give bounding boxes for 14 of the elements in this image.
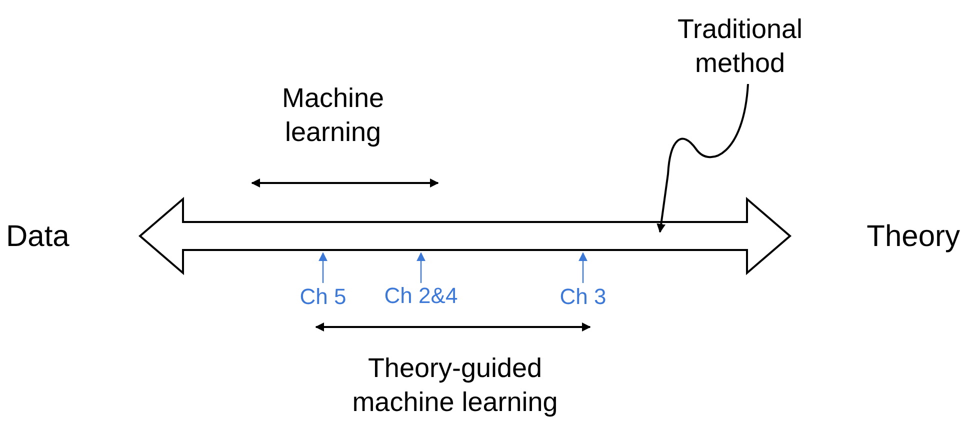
- double-arrow: [315, 322, 591, 332]
- node-label: Machine learning: [280, 82, 386, 149]
- node-label: Ch 2&4: [384, 282, 458, 310]
- node-label: Ch 5: [300, 283, 346, 310]
- leader-arrow: [318, 252, 328, 283]
- leader-arrow: [416, 252, 426, 283]
- node-label: Traditional method: [676, 13, 804, 80]
- double-arrow: [138, 196, 792, 276]
- node-label: Theory: [866, 219, 960, 256]
- node-label: Ch 3: [560, 283, 606, 310]
- node-label: Theory-guided machine learning: [351, 352, 559, 419]
- leader-arrow: [578, 252, 588, 283]
- leader-line: [656, 84, 749, 233]
- node-label: Data: [6, 219, 70, 256]
